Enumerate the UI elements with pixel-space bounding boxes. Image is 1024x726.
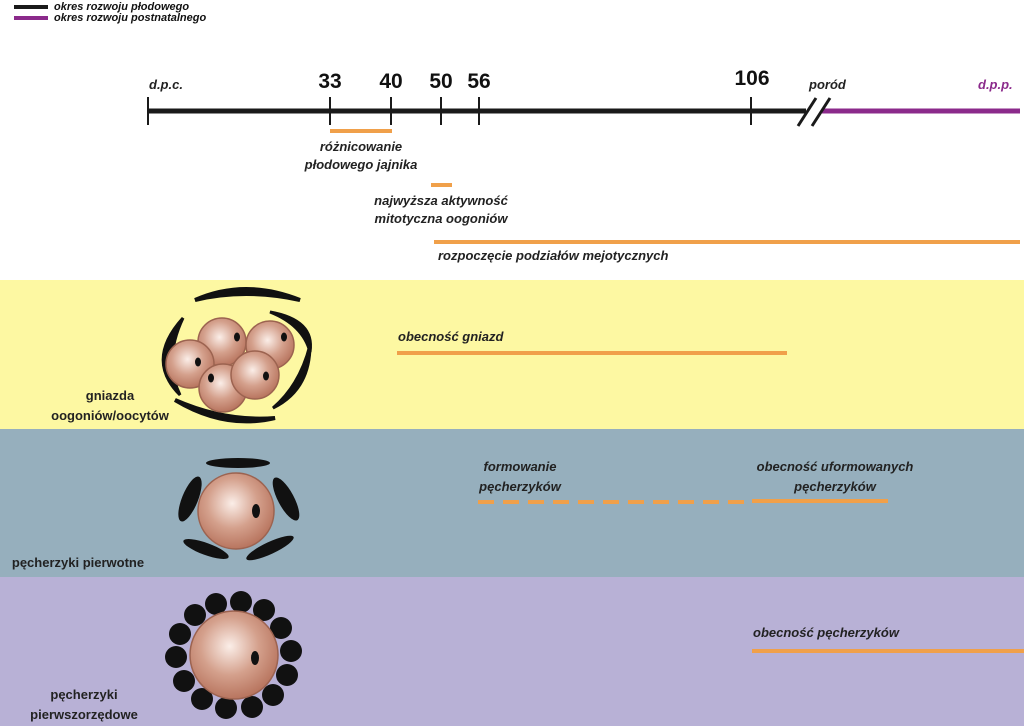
timeline-end-label: d.p.p. (978, 77, 1013, 92)
legend-item-postnatal: okres rozwoju postnatalnego (14, 12, 206, 24)
band-nests-label: gniazda oogoniów/oocytów (51, 388, 169, 423)
legend-item-fetal: okres rozwoju płodowego (14, 1, 189, 13)
timeline-start-label: d.p.c. (149, 77, 183, 92)
forming-dashed-bar (478, 500, 750, 504)
band-primordial-label: pęcherzyki pierwotne (11, 555, 145, 570)
timeline (147, 97, 1020, 127)
tick-label-33: 33 (318, 70, 342, 93)
differentiation-bar (330, 129, 392, 133)
birth-label: poród (809, 77, 846, 92)
primary-event-label: obecność pęcherzyków (753, 625, 899, 640)
legend-swatch-postnatal (14, 16, 48, 20)
meiosis-label: rozpoczęcie podziałów mejotycznych (438, 248, 669, 263)
nests-event-bar (397, 351, 787, 355)
band-nests: gniazda oogoniów/oocytów obecność gniazd (0, 280, 1024, 429)
break-mark-2 (810, 97, 832, 127)
band-primary: pęcherzyki pierwszorzędowe obecność pęch… (0, 577, 1024, 726)
band-primordial: pęcherzyki pierwotne formowanie pęcherzy… (0, 429, 1024, 577)
meiosis-bar (434, 240, 1020, 244)
nest-illustration (161, 287, 312, 424)
tick-label-106: 106 (734, 67, 770, 90)
tick-label-40: 40 (379, 70, 403, 93)
forming-label: formowanie pęcherzyków (479, 459, 561, 494)
nests-event-label: obecność gniazd (398, 329, 504, 344)
mitotic-bar (431, 183, 452, 187)
legend-swatch-fetal (14, 5, 48, 9)
differentiation-label: różnicowanie płodowego jajnika (304, 139, 418, 172)
present-formed-label: obecność uformowanych pęcherzyków (756, 459, 914, 494)
tick-label-50: 50 (429, 70, 453, 93)
primary-event-bar (752, 649, 1024, 653)
primordial-follicle-illustration (178, 458, 300, 561)
legend-label-postnatal: okres rozwoju postnatalnego (54, 12, 207, 24)
primary-follicle-illustration (165, 591, 302, 719)
break-mark-1 (796, 97, 818, 127)
mitotic-label: najwyższa aktywność mitotyczna oogoniów (374, 193, 508, 226)
band-primary-label: pęcherzyki pierwszorzędowe (30, 687, 138, 722)
legend-label-fetal: okres rozwoju płodowego (54, 1, 190, 13)
present-formed-bar (752, 499, 888, 503)
tick-label-56: 56 (467, 70, 491, 93)
